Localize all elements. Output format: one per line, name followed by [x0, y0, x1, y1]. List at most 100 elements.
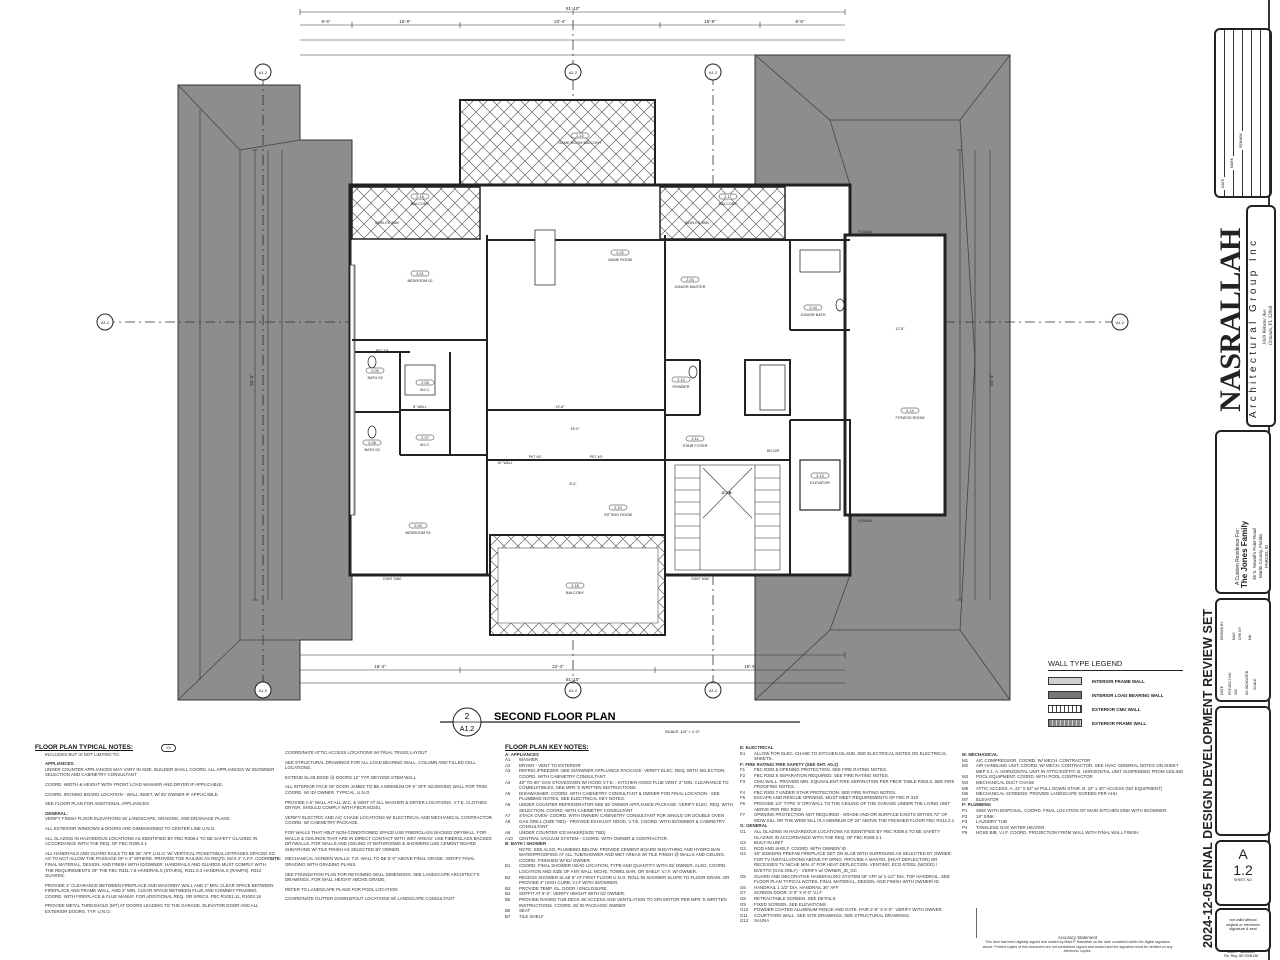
note-text: 48" ISOKERN PREFAB FIREPLACE SET ON SLAB… [754, 851, 953, 874]
note-text: PROVIDE 1/2" TYPE 'X' DRYWALL TO THE CEI… [754, 800, 950, 812]
note-text: PROVIDE A 6" WALL AT ALL W.C. & VENT AT … [285, 799, 487, 811]
note-code: G2 [740, 840, 746, 846]
note-code: B4 [505, 891, 511, 897]
note-text: SEE STRUCTURAL DRAWINGS FOR ALL LOAD BEA… [285, 759, 476, 771]
note-text: COORD. IRONING BOARD LOCATION - WALL INS… [45, 791, 219, 797]
note-code: M2 [962, 763, 969, 769]
room-tag: 2.13 [816, 474, 823, 478]
note-code: F3 [740, 778, 746, 784]
accuracy-text: This item has been digitally signed and … [982, 940, 1173, 954]
grid-marker-label: A1.2 [259, 70, 268, 75]
note-item: M: MECHANICAL [962, 752, 1184, 758]
note-item: COORD. WIDTH & HEIGHT WITH FRONT LOAD WA… [45, 782, 275, 788]
revision-header-remark: REMARK [1239, 131, 1243, 150]
room-name: POWDER [672, 385, 689, 389]
opening-note: PKT 4/0 [590, 455, 603, 459]
room-name: GAME ROOM BALCONY [558, 141, 602, 145]
room-name: GAME ROOM [608, 258, 632, 262]
key-notes-title: FLOOR PLAN KEY NOTES: [505, 744, 589, 751]
dimension-top: 16'-8" [704, 19, 716, 24]
firm-address-2: Orlando, FL 32804 [1269, 306, 1274, 345]
project-no: 582 [1234, 689, 1238, 695]
room-tag: 2.04 [809, 306, 816, 310]
room-name: BALCONY [411, 202, 430, 206]
opening-note: FG/2646 [858, 230, 872, 234]
legend-item: INTERIOR LOAD BEARING WALL [1048, 691, 1183, 699]
note-text: FBC R302.6 SEPARATION REQUIRED. SEE FIRE… [754, 772, 889, 778]
accuracy-title: Accuracy Statement [1057, 935, 1098, 940]
architect-name: Mark P. Nasrallah [1227, 950, 1255, 954]
grid-marker-label: A1.2 [259, 688, 268, 693]
note-item: COORDINATE GUTTER DOWNSPOUT LOCATIONS W/… [285, 896, 495, 902]
project-box [1215, 430, 1271, 594]
note-code: G4 [740, 851, 746, 857]
note-heading: A: APPLIANCES [505, 751, 539, 757]
wall-type-legend: WALL TYPE LEGEND INTERIOR FRAME WALL INT… [1048, 659, 1183, 727]
note-item: F2 FBC R302.6 SEPARATION REQUIRED. SEE FI… [740, 773, 955, 779]
dimension-top: 22'-4" [554, 19, 566, 24]
note-code: P4 [962, 824, 968, 830]
stair-direction: DN 22R [767, 449, 780, 453]
note-item: VERIFY ELECTRIC AND A/C CHASE LOCATIONS … [285, 815, 495, 826]
note-text: CENTRAL VACUUM SYSTEM - COORD. WITH OWNE… [519, 835, 668, 841]
room-tag: 2.01 [416, 272, 423, 276]
note-code: G5 [740, 873, 746, 879]
opening-note: PKT 2/8 [376, 349, 389, 353]
dimension-top: 6'-6" [796, 19, 805, 24]
room-name: W.I.C. [420, 443, 430, 447]
note-text: MECHANICAL SCREEN WALLS: T.O. WALL TO BE… [285, 856, 475, 867]
opening-note: SIDELITE 3080 [375, 221, 399, 225]
legend-item: EXTERIOR FRAME WALL [1048, 719, 1183, 727]
note-text: VERIFY FINISH FLOOR ELEVATIONS W/ LANDSC… [45, 816, 231, 822]
firm-address-1: 1009 Webster Ave [1263, 309, 1268, 345]
note-item: F: FIRE RATING/ FIRE SAFETY (SEE SHT. A0… [740, 762, 955, 768]
signature-line [976, 908, 977, 938]
note-heading: P: PLUMBING [962, 802, 992, 808]
note-code: G3 [740, 845, 746, 851]
note-item: ALL INTERIOR FACE OF DOOR JAMBS TO BE A … [285, 784, 495, 795]
detail-number: 2 [465, 712, 470, 721]
note-code: F2 [740, 772, 746, 778]
grid-markers [96, 63, 1129, 699]
set-title: 2024-12-05 FINAL DESIGN DEVELOPMENT REVI… [1201, 608, 1215, 948]
room-name: BEDROOM 03 [406, 531, 431, 535]
note-text: SEE FOUNDATION PLAN FOR RETAINING WALL D… [285, 871, 480, 883]
grid-marker-label: A1.2 [569, 70, 578, 75]
legend-label: INTERIOR FRAME WALL [1092, 678, 1145, 684]
typical-notes-col2: COORDINATE ATTIC ACCESS LOCATIONS W/ FIN… [270, 750, 495, 906]
note-code: P1 [962, 807, 968, 813]
room-tag: 2.03 [686, 278, 693, 282]
note-text: NOTE: SEE ALSO, PLUMBING BELOW. PROVIDE … [519, 846, 725, 863]
note-text: SEAT [519, 908, 531, 914]
room-tag: 2.11 [691, 437, 698, 441]
wall-note: 10" WALL [497, 461, 513, 465]
note-code: A2 [505, 762, 511, 768]
game-room-balcony-area [459, 99, 656, 189]
room-tag: 2.07 [421, 436, 428, 440]
note-code: A9 [505, 829, 511, 835]
note-code: M4 [962, 779, 969, 785]
note-code: B2 [505, 874, 511, 880]
note-text: ALL EXTERIOR WINDOWS & DOORS ARE DIMENSI… [45, 825, 216, 831]
note-code: G1 [740, 828, 746, 834]
note-text: ATTIC ACCESS. A. 22" X 54" w/ PULL DOWN … [976, 785, 1163, 791]
legend-item: EXTERIOR CMU WALL [1048, 705, 1183, 713]
dimension: 8'-0" [570, 482, 578, 486]
note-text: SEE FLOOR PLAN FOR ADDITIONAL APPLIANCES [45, 801, 150, 807]
